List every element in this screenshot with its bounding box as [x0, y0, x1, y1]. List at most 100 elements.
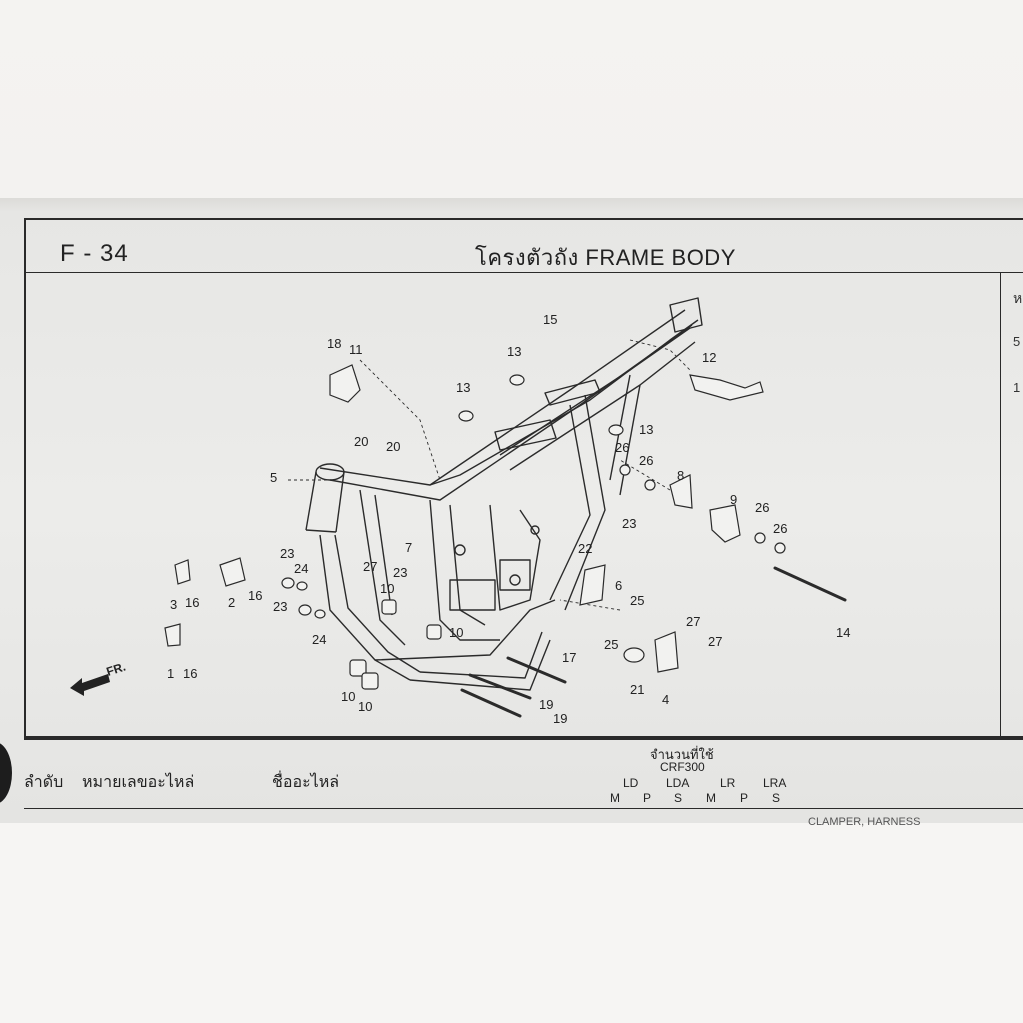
part-bracket-9 [709, 504, 741, 543]
callout-23: 23 [622, 516, 636, 531]
variant-label: LR [720, 776, 736, 790]
variant-sub-label: M [610, 791, 620, 805]
callout-22: 22 [578, 541, 592, 556]
frame-cross-member [494, 419, 557, 451]
part-clip-3 [174, 559, 191, 585]
callout-26: 26 [639, 453, 653, 468]
callout-20: 20 [354, 434, 368, 449]
part-washer-23 [281, 577, 295, 589]
variant-sub-label: M [706, 791, 716, 805]
frame-seat-rail [499, 327, 691, 456]
frame-cradle [419, 631, 543, 679]
part-grommet-13 [608, 424, 624, 436]
frame-head-pipe [305, 529, 337, 533]
callout-19: 19 [539, 697, 553, 712]
frame-down-tube [334, 534, 421, 673]
table-row-cut-text: CLAMPER, HARNESS [808, 816, 921, 828]
frame-down-tube [359, 489, 406, 646]
frame-down-tube [319, 534, 411, 681]
callout-27: 27 [686, 614, 700, 629]
part-washer-24 [314, 609, 326, 619]
callout-21: 21 [630, 682, 644, 697]
variant-sub-label: P [643, 791, 652, 805]
variant-sub-label: S [674, 791, 683, 805]
callout-26: 26 [615, 440, 629, 455]
frame-body-diagram: 15 18 11 13 12 13 13 20 20 26 26 8 5 23 … [70, 297, 850, 726]
column-header-part-name: ชื่ออะไหล่ [272, 774, 340, 791]
part-bracket-6 [579, 564, 606, 606]
part-bolt-17 [506, 656, 567, 684]
callout-4: 4 [662, 692, 669, 707]
callout-17: 17 [562, 650, 576, 665]
header-divider [24, 272, 1023, 273]
part-collar-10 [381, 599, 397, 615]
callout-9: 9 [730, 492, 737, 507]
frame-main-spar [319, 309, 686, 486]
frame-rear-stay [549, 404, 591, 601]
page-code: F - 34 [60, 240, 129, 267]
callout-10: 10 [449, 625, 463, 640]
callout-11: 11 [349, 342, 363, 357]
callout-23: 23 [393, 565, 407, 580]
callout-16: 16 [183, 666, 197, 681]
variant-sub-label: S [772, 791, 781, 805]
callout-3: 3 [170, 597, 177, 612]
model-name: CRF300 [660, 760, 705, 774]
page-edge-shadow [0, 742, 12, 804]
part-nut-26 [644, 479, 656, 491]
frame-bolt-hole [530, 525, 540, 535]
part-washer-24 [296, 581, 308, 591]
column-header-part-number: หมายเลขอะไหล่ [82, 774, 195, 791]
callout-27: 27 [363, 559, 377, 574]
part-grommet-13 [458, 410, 474, 422]
frame-rear-stay [619, 384, 641, 496]
frame-seat-rail [509, 341, 696, 471]
front-arrow-icon: FR. [70, 660, 127, 696]
frame-head-pipe [315, 463, 345, 481]
callout-2: 2 [228, 595, 235, 610]
part-nut-26 [774, 542, 786, 554]
photo-background-bottom [0, 823, 1023, 1023]
callout-10: 10 [380, 581, 394, 596]
right-column-cut-text: 5 [1013, 334, 1021, 349]
part-bracket-11 [329, 364, 361, 403]
callout-7: 7 [405, 540, 412, 555]
frame-gusset [499, 559, 531, 591]
callout-14: 14 [836, 625, 850, 640]
frame-pivot [489, 504, 541, 611]
part-clip-1 [164, 623, 181, 647]
callout-25: 25 [604, 637, 618, 652]
variant-label: LDA [666, 776, 690, 790]
table-header-border [24, 808, 1023, 809]
frame-bolt-hole [454, 544, 466, 556]
frame-down-tube [374, 494, 393, 616]
variant-sub-label: P [740, 791, 749, 805]
frame-gusset [449, 579, 496, 611]
right-column-divider [1000, 272, 1001, 738]
callout-12: 12 [702, 350, 716, 365]
frame-rear-stay [564, 394, 606, 611]
variant-label: LD [623, 776, 639, 790]
right-column-cut-text: ห [1013, 290, 1023, 306]
part-bolt-14 [773, 566, 847, 602]
page-title: โครงตัวถัง FRAME BODY [475, 245, 736, 270]
callout-25: 25 [630, 593, 644, 608]
part-bolt-19 [460, 688, 522, 718]
callout-24: 24 [294, 561, 308, 576]
callout-24: 24 [312, 632, 326, 647]
callout-10: 10 [358, 699, 372, 714]
variant-label: LRA [763, 776, 787, 790]
frame-cradle [374, 599, 556, 661]
frame-pivot [449, 504, 486, 626]
catalog-page [0, 198, 1023, 823]
callout-19: 19 [553, 711, 567, 726]
callout-18: 18 [327, 336, 341, 351]
frame-upper-rail [429, 319, 699, 486]
frame-cradle [409, 639, 551, 691]
callout-6: 6 [615, 578, 622, 593]
callout-27: 27 [708, 634, 722, 649]
part-washer-23 [298, 604, 312, 616]
sheet-edge [0, 198, 1023, 212]
callout-16: 16 [248, 588, 262, 603]
callout-8: 8 [677, 468, 684, 483]
